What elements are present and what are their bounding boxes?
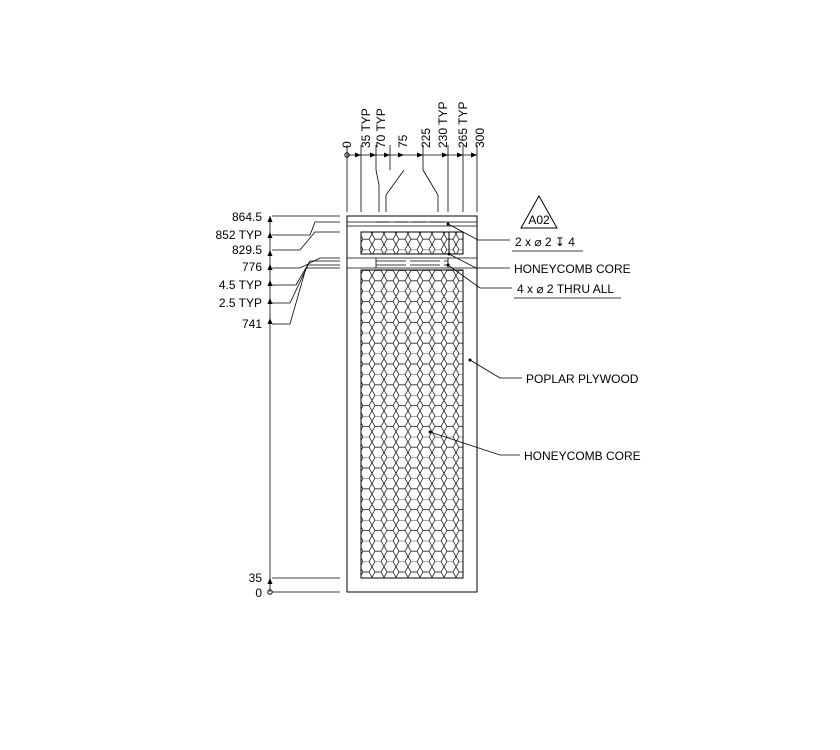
left-dim-741: 741	[242, 317, 262, 331]
leader-honeycomb-main	[429, 431, 520, 456]
top-dim-75: 75	[396, 134, 410, 148]
left-dim-776: 776	[242, 260, 262, 274]
top-dim-0: 0	[340, 141, 354, 148]
top-dim-225: 225	[419, 128, 433, 148]
hole-spec-1-label: 2 x ⌀ 2 ↧ 4	[515, 235, 575, 249]
leader-honeycomb-top	[448, 253, 510, 269]
left-dim-0: 0	[255, 586, 262, 600]
top-dim-265: 265 TYP	[456, 102, 470, 148]
honeycomb-core-top	[360, 231, 464, 255]
panel-outline	[346, 215, 478, 593]
top-dim-230: 230 TYP	[436, 102, 450, 148]
honeycomb-core-main-label: HONEYCOMB CORE	[524, 449, 641, 463]
left-dim-2-5: 2.5 TYP	[219, 296, 262, 310]
left-dim-35: 35	[249, 571, 263, 585]
leader-hole-spec-2	[447, 264, 512, 289]
honeycomb-core-main	[360, 269, 464, 579]
top-dim-300: 300	[473, 128, 487, 148]
left-dim-864-5: 864.5	[232, 210, 262, 224]
top-dim-70: 70 TYP	[374, 108, 388, 148]
view-ref-label: A02	[528, 213, 550, 227]
top-dimension-labels: 0 35 TYP 70 TYP 75 225 230 TYP 265 TYP 3…	[340, 102, 487, 148]
left-dim-4-5: 4.5 TYP	[219, 278, 262, 292]
honeycomb-core-top-label: HONEYCOMB CORE	[514, 262, 631, 276]
left-dimension-lines	[267, 215, 340, 595]
left-dimension-labels: 864.5 852 TYP 829.5 776 4.5 TYP 2.5 TYP …	[216, 210, 263, 600]
leader-poplar-plywood	[469, 359, 522, 379]
left-dim-829-5: 829.5	[232, 243, 262, 257]
hole-spec-2-label: 4 x ⌀ 2 THRU ALL	[517, 282, 614, 296]
top-dimension-lines	[344, 145, 478, 212]
view-reference-triangle: A02	[520, 194, 558, 229]
leader-hole-spec-1	[447, 223, 510, 241]
top-dim-35: 35 TYP	[359, 108, 373, 148]
left-dim-852: 852 TYP	[216, 228, 262, 242]
poplar-plywood-label: POPLAR PLYWOOD	[526, 372, 639, 386]
